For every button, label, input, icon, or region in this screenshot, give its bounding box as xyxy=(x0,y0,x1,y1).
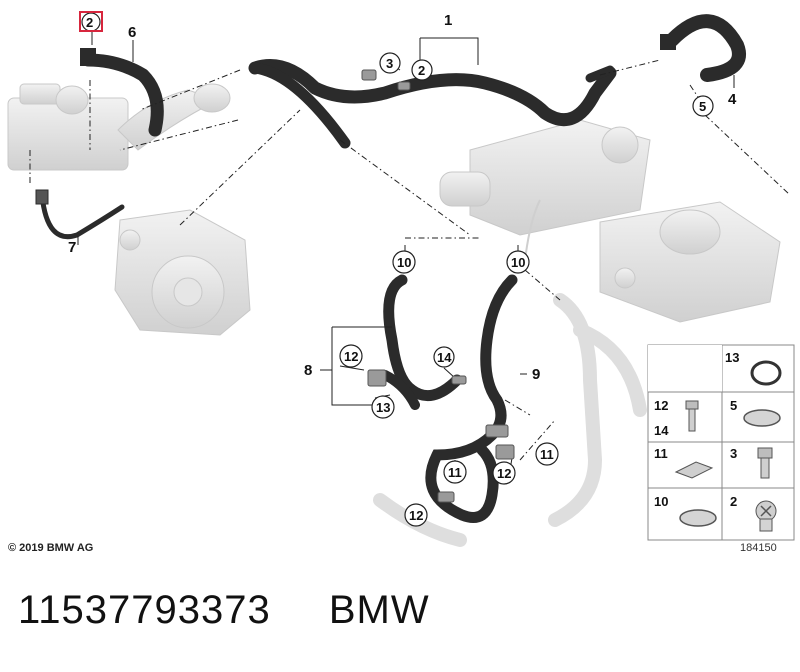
svg-text:5: 5 xyxy=(730,398,737,413)
parts-diagram: 1 6 4 7 8 9 2 3 2 5 10 10 12 14 13 11 11… xyxy=(7,11,795,547)
parts-legend xyxy=(647,344,795,541)
legend-row-4: 10 2 xyxy=(654,494,777,532)
hose-9 xyxy=(425,274,518,523)
callout-6: 6 xyxy=(128,24,136,41)
callout-1: 1 xyxy=(444,12,452,29)
hose-7 xyxy=(35,189,125,239)
legend-row-2: 12 14 5 xyxy=(654,398,781,438)
callout-2-pipe: 2 xyxy=(418,63,425,78)
callout-2-highlighted: 2 xyxy=(79,11,103,32)
callout-4: 4 xyxy=(728,91,737,108)
water-pump-right xyxy=(599,201,781,323)
callout-8: 8 xyxy=(304,362,312,379)
caption: 11537793373 BMW xyxy=(18,588,430,633)
svg-text:3: 3 xyxy=(730,446,737,461)
callout-10a: 10 xyxy=(397,255,411,270)
callout-12b: 12 xyxy=(497,466,511,481)
coolant-pipe-1 xyxy=(248,59,617,149)
svg-text:13: 13 xyxy=(725,350,739,365)
callout-10b: 10 xyxy=(511,255,525,270)
callout-13: 13 xyxy=(376,400,390,415)
callout-3: 3 xyxy=(386,56,393,71)
callout-5: 5 xyxy=(699,99,706,114)
callout-9: 9 xyxy=(532,366,540,383)
egr-cooler-center xyxy=(439,119,651,236)
callout-7: 7 xyxy=(68,239,76,256)
hose-6 xyxy=(80,48,164,137)
svg-text:12: 12 xyxy=(654,398,668,413)
part-number: 11537793373 xyxy=(18,588,271,632)
circled-callouts xyxy=(339,52,714,527)
callout-14: 14 xyxy=(437,350,452,365)
image-code: 184150 xyxy=(740,542,777,554)
water-pump-left xyxy=(114,209,251,336)
leader-lines xyxy=(29,59,791,470)
svg-text:11: 11 xyxy=(654,446,668,461)
callout-11b: 11 xyxy=(448,465,462,480)
egr-cooler-left xyxy=(7,83,231,171)
callout-11a: 11 xyxy=(540,447,554,462)
legend-row-3: 11 3 xyxy=(654,446,773,479)
brand-name: BMW xyxy=(328,588,430,632)
hose-brackets xyxy=(361,69,515,503)
hose-4 xyxy=(660,14,746,82)
svg-text:2: 2 xyxy=(86,15,93,30)
svg-text:10: 10 xyxy=(654,494,668,509)
svg-text:14: 14 xyxy=(654,423,669,438)
hose-8 xyxy=(380,274,463,410)
svg-text:2: 2 xyxy=(730,494,737,509)
callout-12a: 12 xyxy=(344,349,358,364)
legend-row-1: 13 xyxy=(725,350,782,386)
copyright: © 2019 BMW AG xyxy=(8,542,94,554)
callout-12c: 12 xyxy=(409,508,423,523)
